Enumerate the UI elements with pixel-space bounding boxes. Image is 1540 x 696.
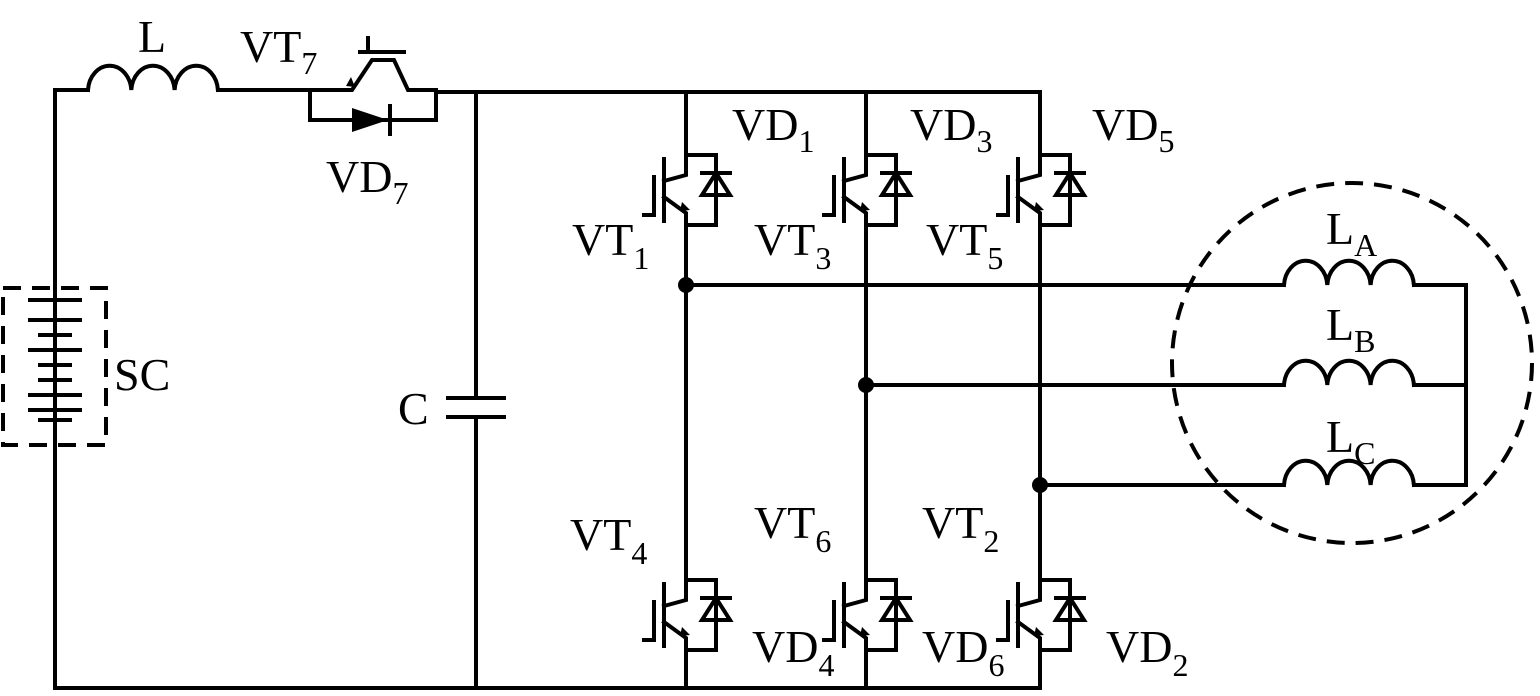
label-VD5: VD5: [1092, 99, 1174, 159]
junction-dot: [1032, 477, 1048, 493]
junction-dot: [858, 377, 874, 393]
label-VD4: VD4: [752, 621, 834, 683]
label-SC: SC: [114, 349, 170, 400]
capacitor-c-symbol: [446, 396, 506, 419]
label-VT7: VT7: [240, 21, 317, 81]
label-VT3: VT3: [754, 214, 831, 276]
igbt-vt6-vd6: [822, 558, 912, 662]
label-VD6: VD6: [922, 621, 1004, 683]
label-C: C: [398, 383, 429, 434]
winding-LB-symbol: [1282, 358, 1416, 387]
switch-vt7-symbol: [308, 36, 438, 136]
winding-LC-symbol: [1282, 458, 1416, 487]
label-VD7: VD7: [326, 151, 408, 211]
label-VT5: VT5: [926, 214, 1003, 276]
igbt-vt3-vd3: [822, 133, 912, 237]
junction-dot: [678, 277, 694, 293]
label-VT1: VT1: [572, 214, 649, 276]
winding-LA-symbol: [1282, 258, 1416, 287]
label-VT4: VT4: [570, 509, 647, 571]
label-VT2: VT2: [922, 497, 999, 559]
label-VD3: VD3: [910, 99, 992, 159]
label-VT6: VT6: [754, 497, 831, 559]
label-VD2: VD2: [1106, 621, 1188, 683]
igbt-vt2-vd2: [996, 558, 1086, 662]
label-LB: LB: [1326, 299, 1375, 359]
label-LA: LA: [1326, 203, 1377, 263]
label-LC: LC: [1326, 411, 1375, 471]
motor-boundary: [1170, 181, 1534, 545]
label-L: L: [138, 11, 166, 62]
igbt-vt5-vd5: [996, 133, 1086, 237]
igbt-vt4-vd4: [642, 558, 732, 662]
igbt-vt1-vd1: [642, 133, 732, 237]
inductor-L-symbol: [86, 63, 220, 92]
dc-wiring: [53, 88, 1468, 690]
label-VD1: VD1: [732, 99, 814, 159]
supercapacitor-sc-symbol: [1, 283, 108, 452]
